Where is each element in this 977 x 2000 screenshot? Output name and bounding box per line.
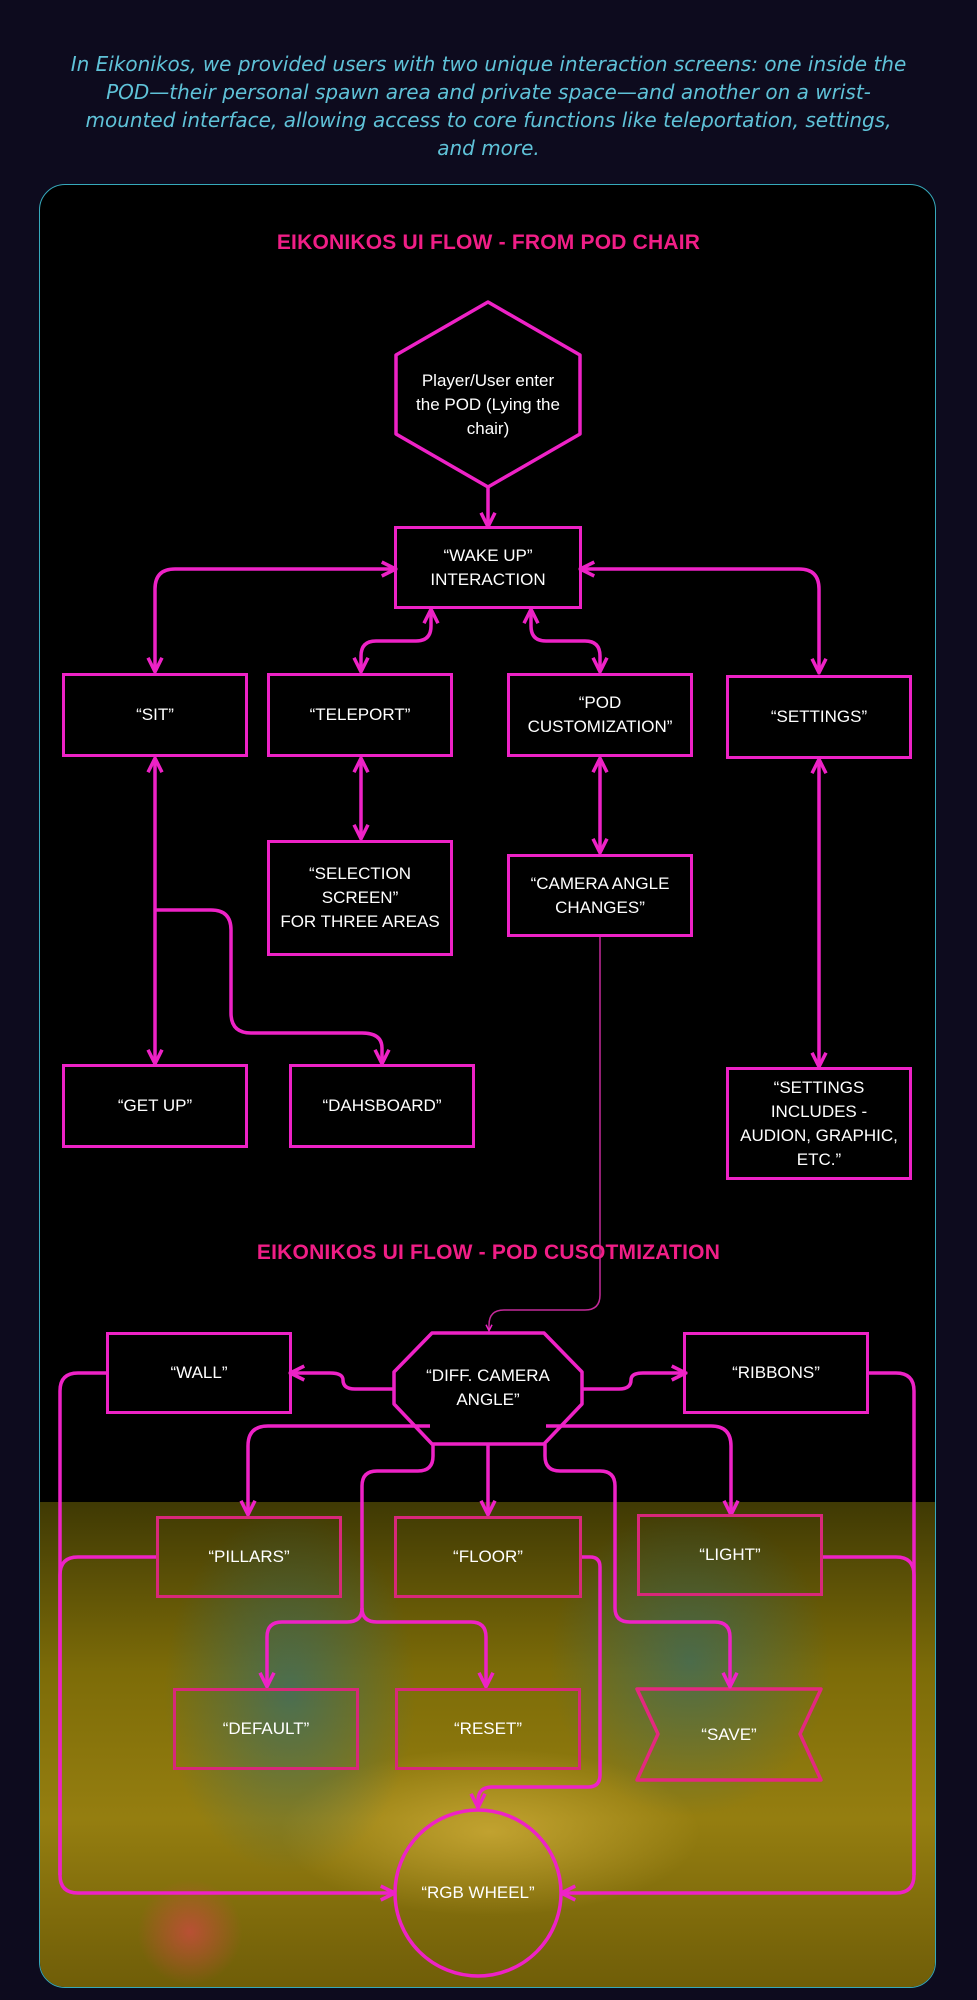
- node-enter-pod: Player/User enter the POD (Lying the cha…: [416, 371, 560, 438]
- node-pillars: “PILLARS”: [156, 1516, 342, 1598]
- node-selection-screen: “SELECTION SCREEN” FOR THREE AREAS: [267, 840, 453, 956]
- section-title-pod-customization: EIKONIKOS UI FLOW - POD CUSOTMIZATION: [256, 1241, 721, 1264]
- node-light: “LIGHT”: [637, 1514, 823, 1596]
- edge-diff-ribbons: [582, 1373, 684, 1391]
- edge-diff-light: [546, 1424, 731, 1513]
- edge-wake-teleport: [361, 611, 431, 670]
- edge-diff-pillars: [248, 1424, 430, 1513]
- node-settings: “SETTINGS”: [726, 675, 912, 759]
- node-reset: “RESET”: [395, 1688, 581, 1770]
- node-camera-angle: “CAMERA ANGLE CHANGES”: [507, 854, 693, 937]
- edge-wake-settings: [582, 569, 819, 671]
- edge-diff-reset: [360, 1607, 486, 1685]
- node-diff-camera-angle: “DIFF. CAMERA ANGLE”: [426, 1366, 550, 1409]
- node-ribbons: “RIBBONS”: [683, 1332, 869, 1414]
- edge-light-rgb: [823, 1555, 916, 1875]
- save-banner: [635, 1687, 823, 1782]
- edge-pillars-rgb: [58, 1555, 156, 1875]
- edge-sit-dashboard: [155, 908, 382, 1062]
- node-dashboard: “DAHSBOARD”: [289, 1064, 475, 1148]
- node-wake-up: “WAKE UP” INTERACTION: [394, 526, 582, 609]
- node-get-up: “GET UP”: [62, 1064, 248, 1148]
- edge-wake-sit: [155, 569, 394, 670]
- edge-wall-rgb: [58, 1371, 393, 1893]
- edge-diff-wall: [292, 1373, 394, 1391]
- edge-floor-rgb: [478, 1555, 602, 1806]
- edge-camera-diff: [489, 937, 601, 1330]
- edge-wake-pod-custom: [531, 611, 600, 670]
- edge-ribbons-rgb: [563, 1371, 916, 1893]
- node-teleport: “TELEPORT”: [267, 673, 453, 757]
- node-default: “DEFAULT”: [173, 1688, 359, 1770]
- node-sit: “SIT”: [62, 673, 248, 757]
- intro-text: In Eikonikos, we provided users with two…: [70, 52, 907, 160]
- node-save: “SAVE”: [701, 1725, 757, 1744]
- node-pod-customization: “POD CUSTOMIZATION”: [507, 673, 693, 757]
- node-floor: “FLOOR”: [394, 1516, 582, 1598]
- edge-diff-default: [267, 1444, 435, 1685]
- node-rgb-wheel: “RGB WHEEL”: [421, 1883, 535, 1902]
- edge-diff-save: [543, 1444, 730, 1685]
- node-wall: “WALL”: [106, 1332, 292, 1414]
- section-title-pod-chair: EIKONIKOS UI FLOW - FROM POD CHAIR: [276, 231, 701, 254]
- pod-background-photo: [40, 1502, 935, 1987]
- node-settings-includes: “SETTINGS INCLUDES - AUDION, GRAPHIC, ET…: [726, 1067, 912, 1180]
